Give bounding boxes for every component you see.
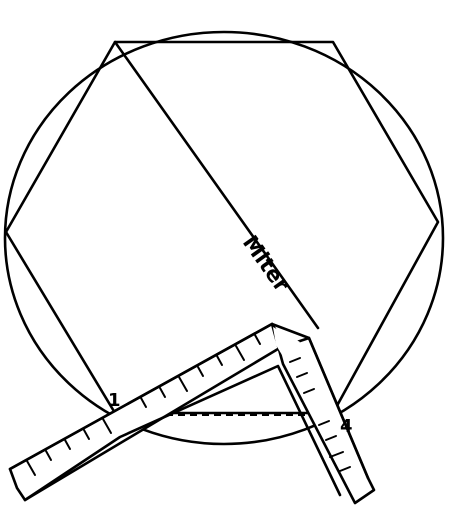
miter-label: Miter — [238, 231, 294, 297]
blade-tick — [216, 355, 223, 366]
blade-tick — [102, 418, 112, 434]
tongue-tick — [318, 420, 330, 426]
blade-tick — [140, 397, 147, 408]
blade-tick — [64, 439, 71, 450]
tongue-tick — [339, 466, 351, 472]
tongue-tick — [303, 388, 315, 394]
tongue-tick — [296, 372, 308, 378]
tongue-tick — [329, 451, 344, 458]
blade-tick — [254, 334, 261, 345]
tongue-tick — [325, 435, 337, 441]
circumscribed-circle — [3, 30, 445, 446]
blade-tick — [26, 460, 36, 476]
blade-tick — [235, 345, 245, 361]
blade-ticks — [26, 334, 261, 476]
point-4-label: 4 — [340, 416, 353, 437]
miter-line — [113, 40, 320, 330]
blade-tick — [159, 387, 166, 398]
tongue-ticks — [289, 357, 351, 472]
square-inner-corner-edge — [23, 364, 342, 502]
blade-tick — [45, 450, 52, 461]
tongue-tick — [289, 357, 301, 363]
blade-tick — [83, 429, 90, 440]
square-corner — [273, 327, 300, 360]
blade-tick — [178, 376, 188, 392]
square-outer-corner-edge — [8, 322, 370, 480]
point-1-label: 1 — [108, 390, 121, 411]
blade-tick — [197, 366, 204, 377]
